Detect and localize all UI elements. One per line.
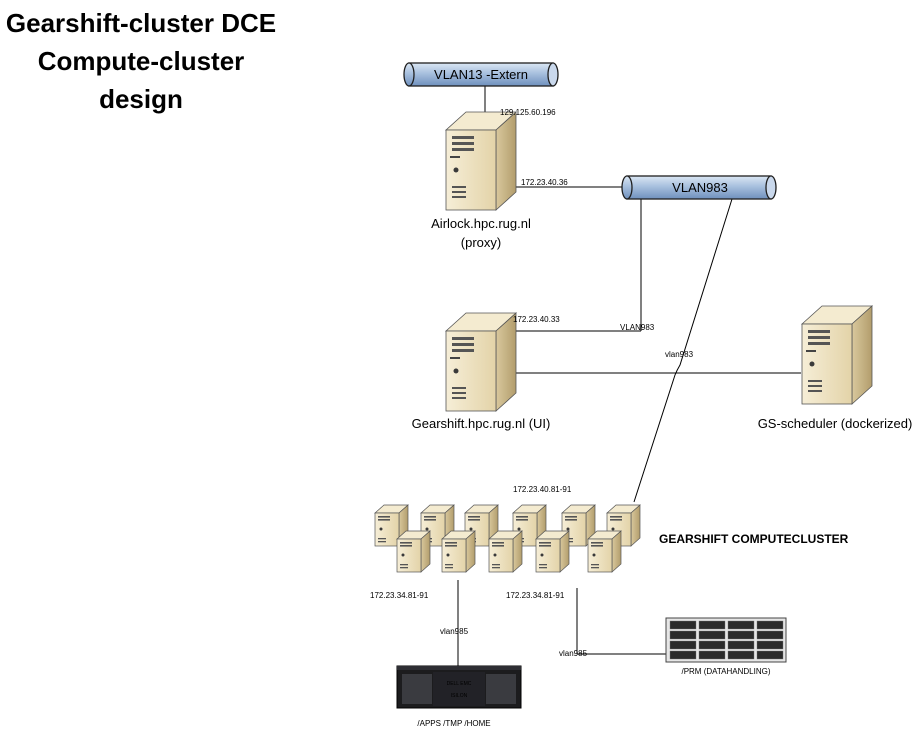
isilon-storage: DELL EMC ISILON /APPS /TMP /HOME bbox=[396, 665, 522, 728]
vlan13-extern-pipe: VLAN13 -Extern bbox=[403, 62, 559, 87]
cluster-ip-top: 172.23.40.81-91 bbox=[513, 485, 572, 494]
vlan985-left-label: vlan985 bbox=[440, 627, 469, 636]
airlock-ip-internal: 172.23.40.36 bbox=[521, 178, 568, 187]
isilon-brand-isilon: ISILON bbox=[451, 693, 468, 699]
airlock-server: 129.125.60.196 172.23.40.36 Airlock.hpc.… bbox=[431, 108, 568, 250]
airlock-role: (proxy) bbox=[461, 235, 501, 250]
server-icon bbox=[445, 111, 517, 211]
gearshift-ip: 172.23.40.33 bbox=[513, 315, 560, 324]
cluster-ip-left: 172.23.34.81-91 bbox=[370, 591, 429, 600]
vlan985-right-label: vlan985 bbox=[559, 649, 588, 658]
title-line-3: design bbox=[99, 84, 183, 114]
gearshift-link-label: VLAN983 bbox=[620, 323, 655, 332]
title-line-1: Gearshift-cluster DCE bbox=[5, 8, 277, 38]
vlan983-link-label: vlan983 bbox=[665, 350, 694, 359]
vlan983-label: VLAN983 bbox=[672, 180, 728, 195]
gs-scheduler-server: GS-scheduler (dockerized) bbox=[758, 305, 913, 431]
line-vlan983-to-cluster bbox=[633, 198, 733, 503]
prm-storage: /PRM (DATAHANDLING) bbox=[665, 617, 787, 676]
isilon-label: /APPS /TMP /HOME bbox=[417, 719, 490, 728]
prm-drive-bays bbox=[669, 620, 784, 660]
page-title: Gearshift-cluster DCE Compute-cluster de… bbox=[0, 4, 282, 118]
gearshift-name: Gearshift.hpc.rug.nl (UI) bbox=[412, 416, 551, 431]
airlock-name: Airlock.hpc.rug.nl bbox=[431, 216, 531, 231]
compute-cluster: 172.23.40.81-91 GEARSHIFT COMPUTECLUSTER… bbox=[370, 485, 849, 600]
scheduler-name: GS-scheduler (dockerized) bbox=[758, 416, 913, 431]
title-line-2: Compute-cluster bbox=[37, 46, 245, 76]
server-icon bbox=[441, 530, 476, 573]
cluster-name: GEARSHIFT COMPUTECLUSTER bbox=[659, 532, 849, 546]
vlan983-pipe: VLAN983 bbox=[621, 175, 777, 200]
vlan13-label: VLAN13 -Extern bbox=[434, 67, 528, 82]
connection-lines bbox=[457, 86, 801, 667]
server-icon bbox=[535, 530, 570, 573]
prm-label: /PRM (DATAHANDLING) bbox=[681, 667, 770, 676]
server-icon bbox=[488, 530, 523, 573]
cluster-ip-right: 172.23.34.81-91 bbox=[506, 591, 565, 600]
server-icon bbox=[587, 530, 622, 573]
isilon-brand-dell: DELL EMC bbox=[447, 681, 472, 687]
server-icon bbox=[801, 305, 873, 405]
server-icon bbox=[396, 530, 431, 573]
gearshift-ui-server: 172.23.40.33 VLAN983 Gearshift.hpc.rug.n… bbox=[412, 312, 655, 431]
server-icon bbox=[445, 312, 517, 412]
isilon-grille bbox=[402, 674, 516, 704]
airlock-ip-extern: 129.125.60.196 bbox=[500, 108, 556, 117]
